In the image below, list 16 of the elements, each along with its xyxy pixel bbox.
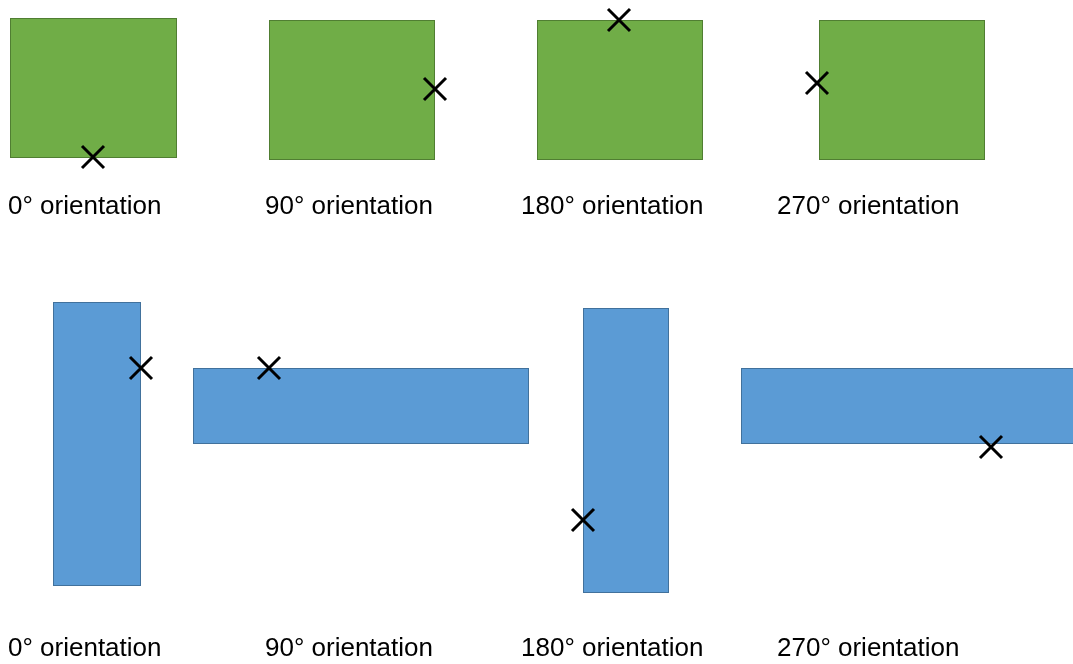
rectangle [583,308,669,593]
caption: 90° orientation [265,190,433,220]
caption: 180° orientation [521,190,704,220]
caption: 270° orientation [777,190,960,220]
caption: 270° orientation [777,632,960,662]
caption: 0° orientation [8,190,162,220]
rectangle [193,368,529,444]
rectangle [269,20,435,160]
rectangle [537,20,703,160]
caption: 90° orientation [265,632,433,662]
rectangle [53,302,141,586]
rectangle [741,368,1073,444]
caption: 0° orientation [8,632,162,662]
caption: 180° orientation [521,632,704,662]
rectangle [10,18,177,158]
rectangle [819,20,985,160]
